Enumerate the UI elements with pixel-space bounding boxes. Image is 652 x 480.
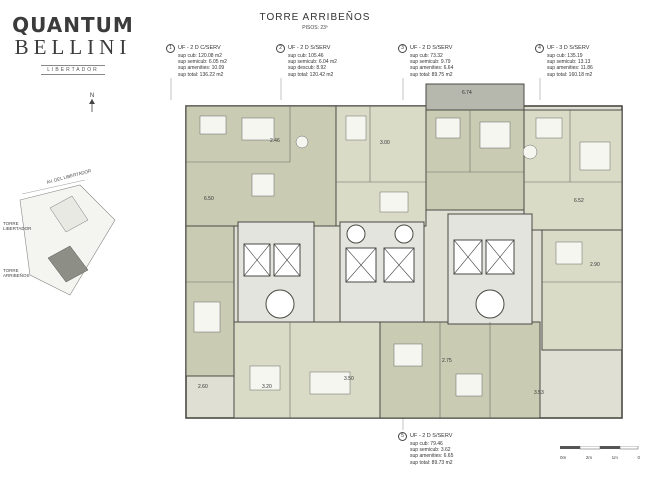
scale-bar: 0m 2m 1m 0 xyxy=(560,445,640,460)
scale-label: 2m xyxy=(585,455,593,460)
dimension-label: 6.52 xyxy=(574,198,584,204)
unit-detail: sup semicub: 9.79 xyxy=(410,59,451,66)
unit-detail: sup semicub: 13.13 xyxy=(547,59,591,66)
plan-title: TORRE ARRIBEÑOS xyxy=(259,12,371,23)
plan-subtitle: PISOS: 23º xyxy=(302,25,328,31)
unit-detail: sup total: 89.73 m2 xyxy=(410,459,453,466)
partitions xyxy=(186,106,622,418)
unit-number-badge: 3 xyxy=(398,44,407,53)
unit-detail: sup cub: 135.19 xyxy=(547,53,583,59)
scale-label: 0 xyxy=(637,455,640,460)
unit-number-badge: 4 xyxy=(535,44,544,53)
dimension-label: 6.50 xyxy=(204,196,214,202)
core-left xyxy=(237,221,315,323)
unit-detail: sup amenities: 10.09 xyxy=(178,65,225,72)
dimension-label: 3.50 xyxy=(344,376,354,382)
dimension-label: 6.74 xyxy=(462,90,472,96)
core-middle xyxy=(339,221,425,323)
brand-line-2: BELLINI xyxy=(14,35,132,59)
unit-detail: sup total: 89.75 m2 xyxy=(410,71,453,78)
terrace xyxy=(425,83,525,111)
brand-line-3: LIBERTADOR xyxy=(41,65,105,75)
unit-name: UF - 2 D S/SERV xyxy=(288,45,331,51)
north-arrow: N xyxy=(86,93,98,115)
tower-label-line: ARRIBEÑOS xyxy=(3,273,30,278)
brand-logo: QUANTUM BELLINI LIBERTADOR xyxy=(10,14,136,76)
unit-number-badge: 1 xyxy=(166,44,175,53)
floor-plan: 2.46 6.50 6.52 3.00 2.90 3.50 2.60 3.20 … xyxy=(185,83,623,419)
unit-detail: sup cub: 120.08 m2 xyxy=(178,53,222,59)
tower-label-arribenos: TORRE ARRIBEÑOS xyxy=(3,268,45,278)
scale-bar-graphic xyxy=(560,445,639,450)
unit-detail: sup descub: 8.92 xyxy=(288,65,327,72)
site-plan xyxy=(19,180,116,296)
core-right xyxy=(447,213,533,325)
unit-detail: sup cub: 73.32 xyxy=(410,53,443,59)
unit-detail: sup cub: 105.46 xyxy=(288,53,324,59)
tower-label-line: TORRE xyxy=(3,221,19,226)
dimension-label: 2.90 xyxy=(590,262,600,268)
unit-name: UF - 3 D S/SERV xyxy=(547,45,590,51)
tower-label-line: LIBERTADOR xyxy=(3,226,32,231)
unit-detail: sup amenities: 11.86 xyxy=(547,65,593,72)
unit-name: UF - 2 D C/SERV xyxy=(178,45,221,51)
unit-name: UF - 2 D S/SERV xyxy=(410,45,453,51)
unit-number-badge: 2 xyxy=(276,44,285,53)
dimension-labels: 2.46 6.50 6.52 3.00 2.90 3.50 2.60 3.20 … xyxy=(198,90,600,396)
dimension-label: 2.75 xyxy=(442,358,452,364)
brand-line-1: QUANTUM xyxy=(12,13,134,37)
tower-libertador-outline xyxy=(49,195,89,233)
unit-detail: sup amenities: 6.65 xyxy=(410,453,454,460)
north-arrow-icon xyxy=(89,99,95,112)
tower-label-line: TORRE xyxy=(3,268,19,273)
dimension-label: 3.53 xyxy=(534,390,544,396)
scale-label: 1m xyxy=(611,455,618,460)
unit-detail: sup semicub: 6.05 m2 xyxy=(178,59,227,66)
unit-name: UF - 2 D S/SERV xyxy=(410,433,453,439)
unit-number-badge: 5 xyxy=(398,432,407,441)
dimension-label: 3.20 xyxy=(262,384,272,390)
dimension-label: 2.60 xyxy=(198,384,208,390)
unit-detail: sup cub: 79.46 xyxy=(410,441,443,447)
unit-detail: sup total: 160.18 m2 xyxy=(547,71,593,78)
unit-5 xyxy=(379,321,541,419)
furniture xyxy=(193,115,611,397)
north-label: N xyxy=(89,93,95,99)
dimension-label: 2.46 xyxy=(270,138,280,144)
unit-detail: sup semicub: 6.04 m2 xyxy=(288,59,337,66)
unit-detail: sup total: 136.22 m2 xyxy=(178,71,224,78)
tower-arribenos-outline xyxy=(47,245,89,283)
unit-detail: sup semicub: 3.62 xyxy=(410,447,451,454)
unit-detail: sup total: 120.42 m2 xyxy=(288,71,334,78)
dimension-label: 3.00 xyxy=(380,140,390,146)
scale-label: 0m xyxy=(560,455,567,460)
unit-detail: sup amenities: 6.64 xyxy=(410,65,454,72)
tower-label-libertador: TORRE LIBERTADOR xyxy=(3,221,45,231)
